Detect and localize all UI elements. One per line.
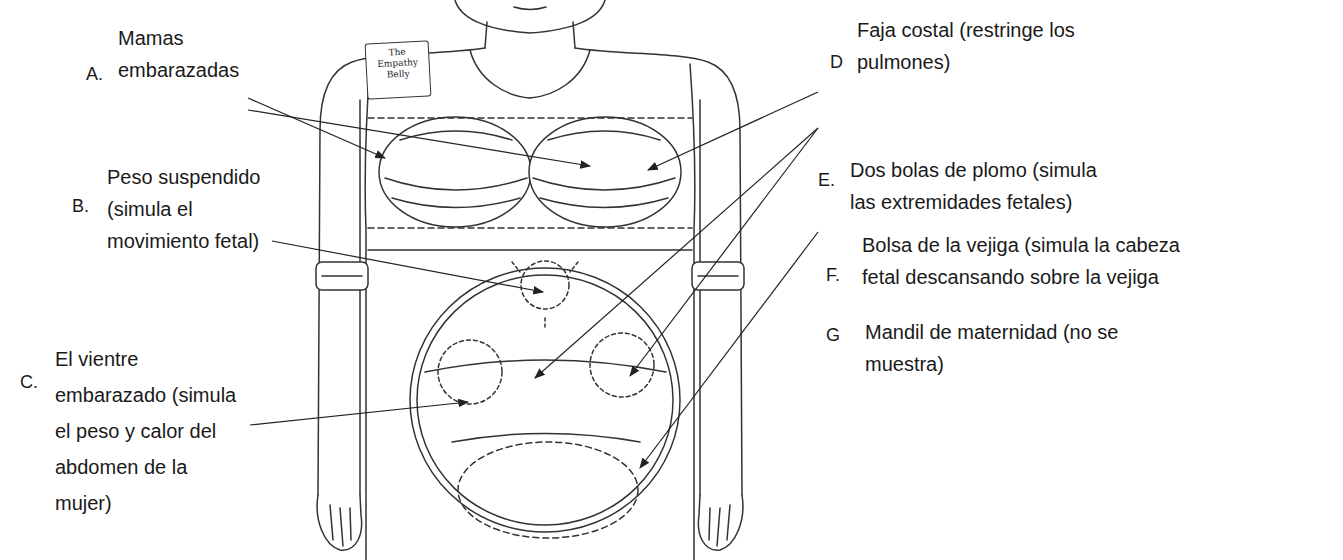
motion-marks (512, 262, 578, 330)
belly (410, 268, 680, 532)
belly-seam (425, 360, 666, 372)
part-label: Peso suspendido (simula el movimiento fe… (107, 161, 282, 257)
leader-line (535, 128, 818, 378)
leader-line (248, 98, 385, 158)
callout-letter: C. (20, 366, 38, 398)
shoulder-patch: The Empathy Belly (365, 40, 432, 99)
dashed-line (368, 117, 692, 119)
leader-line (272, 241, 543, 292)
belly-inner (417, 275, 673, 525)
part-label: Faja costal (restringe los pulmones) (857, 14, 1107, 78)
part-label: Mamas embarazadas (118, 22, 248, 86)
callout-letter: G (826, 319, 840, 351)
leader-line (250, 402, 468, 425)
lead-ball (438, 340, 502, 404)
callout-letter: A. (86, 58, 103, 90)
bladder-bag (458, 442, 638, 538)
lead-ball (590, 333, 654, 397)
suspended-weight (521, 261, 569, 309)
leader-line (648, 92, 818, 170)
rib-band (368, 249, 692, 251)
callout-letter: E. (818, 164, 835, 196)
part-label: Bolsa de la vejiga (simula la cabeza fet… (862, 229, 1192, 293)
patch-text: The Empathy Belly (369, 46, 427, 82)
leader-line (248, 110, 590, 166)
callout-letter: B. (72, 190, 89, 222)
chin (455, 0, 605, 33)
leader-line (630, 128, 818, 376)
dashed-line (368, 227, 692, 229)
callout-letter: F. (826, 259, 840, 291)
leader-line (640, 232, 818, 468)
bladder-pouch (452, 434, 640, 443)
mouth (514, 7, 546, 10)
part-label: Mandil de maternidad (no se muestra) (865, 316, 1140, 380)
part-label: Dos bolas de plomo (simula las extremida… (850, 154, 1112, 218)
callout-letter: D (830, 46, 843, 78)
part-label: El vientre embarazado (simula el peso y … (55, 341, 240, 521)
